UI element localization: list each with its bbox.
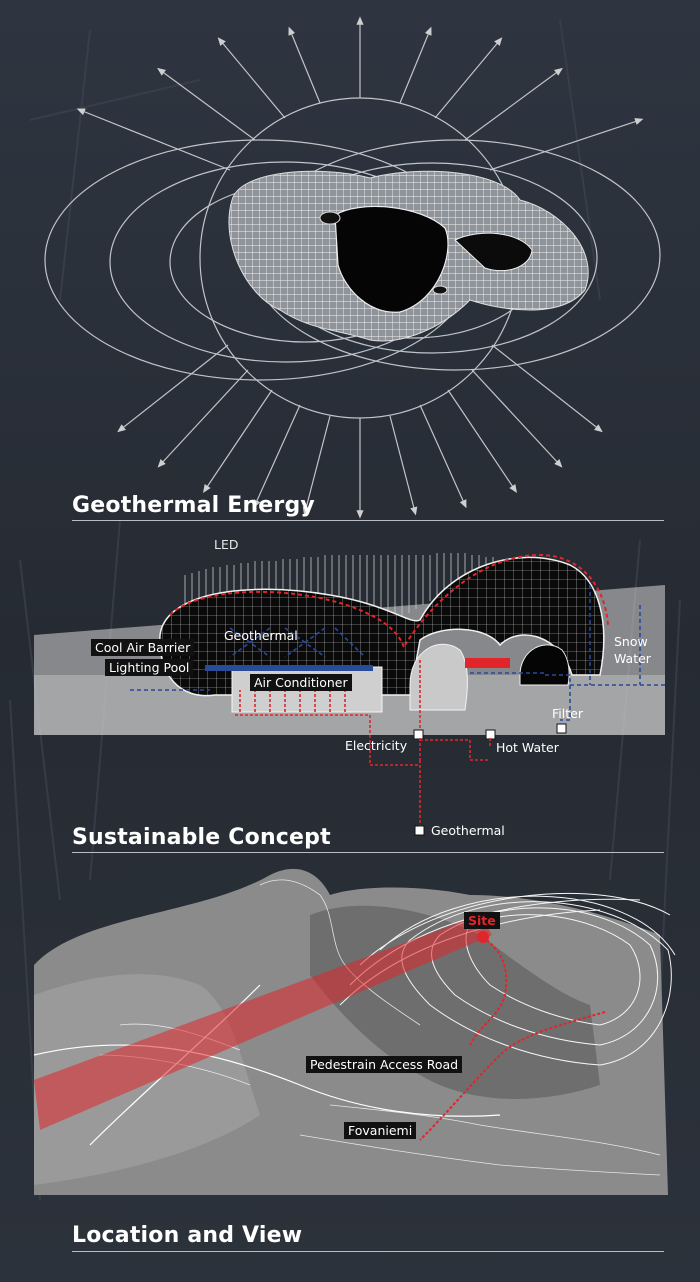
label-water: Water [614, 651, 651, 666]
geothermal-field-illustration [44, 16, 661, 519]
label-snow: Snow [614, 634, 648, 649]
label-geothermal-inner: Geothermal [224, 628, 298, 643]
label-site: Site [464, 912, 500, 929]
label-pedestrian-access-road: Pedestrain Access Road [306, 1056, 463, 1073]
section-rule [72, 520, 664, 521]
building-model-render [228, 170, 589, 342]
section-title-geothermal: Geothermal Energy [72, 493, 315, 518]
section-title-location: Location and View [72, 1223, 303, 1248]
section-rule [72, 852, 664, 853]
label-led: LED [214, 537, 239, 552]
label-fovaniemi: Fovaniemi [344, 1122, 417, 1139]
section-title-sustainable: Sustainable Concept [72, 825, 331, 850]
section-rule [72, 1251, 664, 1252]
location-map [33, 868, 676, 1195]
label-air-conditioner: Air Conditioner [250, 674, 352, 691]
label-lighting-pool: Lighting Pool [105, 659, 194, 676]
label-hot-water: Hot Water [496, 740, 559, 755]
label-cool-air-barrier: Cool Air Barrier [91, 639, 195, 656]
label-electricity: Electricity [345, 738, 408, 753]
label-filter: Filter [552, 706, 583, 721]
label-geothermal-source: Geothermal [431, 823, 505, 838]
sustainable-section-diagram [34, 553, 665, 836]
